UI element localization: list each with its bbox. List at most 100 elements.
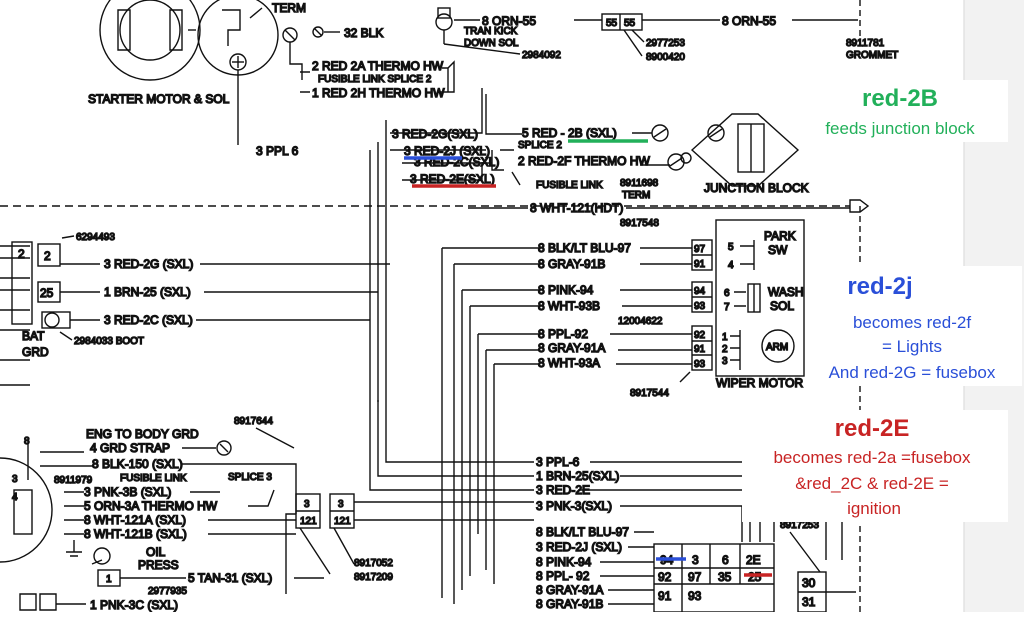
annotation-red2j: red-2j becomes red-2f = Lights And red-2… [806, 266, 1022, 386]
svg-text:WASH: WASH [768, 285, 804, 299]
svg-text:91: 91 [694, 259, 706, 270]
wire-pink94: 8 PINK-94 [538, 283, 594, 297]
annotation-red2b: red-2B feeds junction block [794, 80, 1008, 142]
svg-text:92: 92 [658, 570, 672, 584]
wire-ppl6-b: 3 PPL-6 [536, 455, 580, 469]
pn-8917544: 8917544 [630, 388, 669, 399]
svg-text:25: 25 [40, 286, 54, 300]
svg-text:121: 121 [334, 516, 351, 527]
wire-red2f-thermo: 2 RED-2F THERMO HW [518, 154, 650, 168]
svg-text:97: 97 [694, 244, 706, 255]
grd-label: GRD [22, 345, 49, 359]
pn-8917209: 8917209 [354, 572, 393, 583]
svg-text:SW: SW [768, 243, 788, 257]
starter-motor [99, 0, 279, 84]
wire-gray91b-b: 8 GRAY-91B [536, 597, 603, 611]
svg-text:93: 93 [694, 359, 706, 370]
svg-text:8: 8 [24, 436, 30, 447]
wire-red2j-b: 3 RED-2J (SXL) [536, 540, 622, 554]
pn-8911979: 8911979 [54, 475, 93, 486]
wire-red2g-center: 3 RED-2G(SXL) [392, 127, 478, 141]
pn-2984033: 2984033 BOOT [74, 336, 144, 347]
svg-text:93: 93 [688, 589, 702, 603]
grommet-label: GROMMET [846, 50, 898, 61]
annotation-red2e: red-2E becomes red-2a =fusebox &red_2C &… [742, 410, 1008, 522]
wire-orn55-b: 8 ORN-55 [722, 14, 776, 28]
svg-text:91: 91 [658, 589, 672, 603]
svg-text:becomes red-2a =fusebox: becomes red-2a =fusebox [773, 448, 971, 467]
connector-left: 2 2 25 [11, 241, 61, 325]
junction-block-label: JUNCTION BLOCK [704, 181, 809, 195]
wire-tan31: 5 TAN-31 (SXL) [188, 571, 272, 585]
junction-block [690, 113, 800, 187]
wire-red2e-b: 3 RED-2E [536, 483, 590, 497]
svg-text:= Lights: = Lights [882, 337, 942, 356]
svg-text:93: 93 [694, 301, 706, 312]
pn-12004622: 12004622 [618, 316, 663, 327]
wire-wht121: 8 WHT-121(HDT) [530, 201, 623, 215]
svg-text:becomes red-2f: becomes red-2f [853, 313, 971, 332]
svg-text:35: 35 [718, 570, 732, 584]
svg-text:2: 2 [18, 247, 25, 261]
fusible-link-splice2: FUSIBLE LINK SPLICE 2 [318, 74, 432, 85]
splice2-label: SPLICE 2 [518, 140, 562, 151]
oil-press-switch: 1 [66, 540, 121, 587]
term-label: TERM [272, 1, 306, 15]
wire-pnk3c: 1 PNK-3C (SXL) [90, 598, 178, 612]
wire-red2e-center: 3 RED-2E(SXL) [410, 172, 495, 186]
wire-red2j-center: 3 RED-2J (SXL) [404, 144, 490, 158]
wire-orn55-a: 8 ORN-55 [482, 14, 536, 28]
pn-8917644: 8917644 [234, 416, 273, 427]
connector-bottom: 94 3 6 2E 92 97 35 25 91 93 30 31 [653, 543, 827, 613]
wire-red2b: 5 RED - 2B (SXL) [522, 126, 617, 140]
svg-text:91: 91 [694, 344, 706, 355]
oil-label: OIL [146, 545, 166, 559]
term-stud [282, 26, 324, 43]
svg-text:red-2E: red-2E [835, 415, 910, 442]
svg-text:2: 2 [722, 344, 728, 355]
svg-text:31: 31 [802, 595, 816, 609]
pn-8900420: 8900420 [646, 52, 685, 63]
down-sol-label: DOWN SOL [464, 38, 519, 49]
fusible-link-eng: FUSIBLE LINK [120, 473, 187, 484]
svg-text:ARM: ARM [766, 342, 788, 353]
svg-text:7: 7 [724, 302, 730, 313]
wire-32blk: 32 BLK [344, 26, 383, 40]
svg-text:red-2B: red-2B [862, 85, 938, 112]
tran-kick-down-sol [435, 7, 453, 44]
svg-text:2: 2 [44, 249, 51, 263]
svg-text:&red_2C & red-2E =: &red_2C & red-2E = [795, 474, 949, 493]
wire-wht121a: 8 WHT-121A (SXL) [84, 513, 186, 527]
svg-text:97: 97 [688, 570, 702, 584]
wire-brn25-left: 1 BRN-25 (SXL) [104, 285, 191, 299]
grommet-pn: 8911781 [846, 38, 885, 49]
svg-text:And red-2G = fusebox: And red-2G = fusebox [829, 363, 996, 382]
wire-pnk3b: 3 PNK-3B (SXL) [84, 485, 171, 499]
wire-pink94-b: 8 PINK-94 [536, 555, 592, 569]
svg-text:30: 30 [802, 576, 816, 590]
eng-to-body-label: ENG TO BODY GRD [86, 427, 199, 441]
wire-wht121b: 8 WHT-121B (SXL) [84, 527, 187, 541]
svg-text:1: 1 [722, 332, 728, 343]
wiper-motor: PARK SW 54 WASH SOL 67 123 ARM [715, 219, 805, 377]
svg-text:94: 94 [694, 286, 706, 297]
term2-label: TERM [622, 190, 650, 201]
wire-ppl6: 3 PPL 6 [256, 144, 299, 158]
svg-text:5: 5 [728, 242, 734, 253]
wire-blk97-b: 8 BLK/LT BLU-97 [536, 525, 629, 539]
tran-kick-label: TRAN KICK [464, 26, 518, 37]
svg-text:6: 6 [722, 553, 729, 567]
bat-label: BAT [22, 329, 45, 343]
wire-red2c-left: 3 RED-2C (SXL) [104, 313, 193, 327]
svg-text:PARK: PARK [764, 229, 796, 243]
wire-wht93a: 8 WHT-93A [538, 356, 600, 370]
svg-text:55: 55 [624, 18, 636, 29]
connector-mid: 3 3 121 121 [295, 493, 355, 529]
svg-text:3: 3 [338, 499, 344, 510]
svg-text:3: 3 [692, 553, 699, 567]
svg-text:3: 3 [304, 499, 310, 510]
connector-55 [601, 13, 643, 31]
svg-text:3: 3 [722, 356, 728, 367]
